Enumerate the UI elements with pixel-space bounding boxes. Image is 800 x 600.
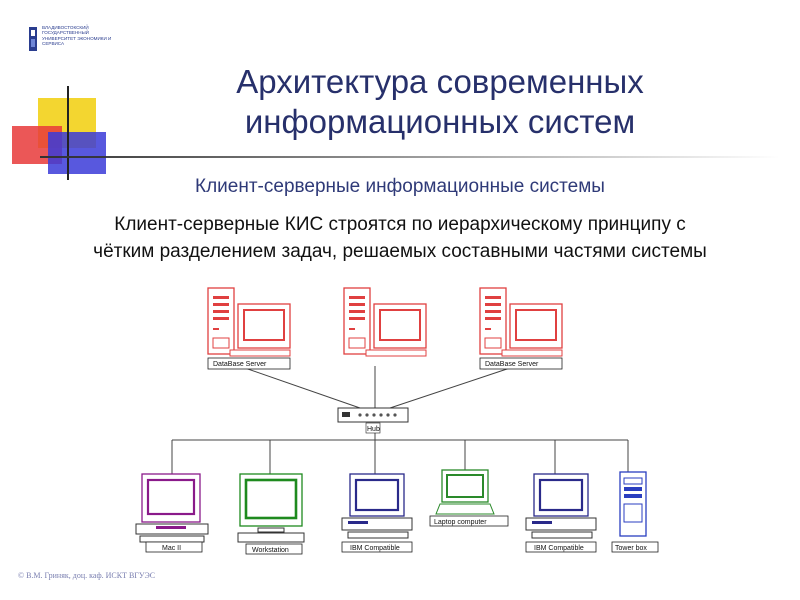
client-tower: Tower box [611,471,659,553]
slide-title: Архитектура современных информационных с… [150,62,730,142]
slide-title-line-1: Архитектура современных [236,63,644,100]
client-workstation: Workstation [237,473,305,555]
university-logo: ВЛАДИВОСТОКСКИЙ ГОСУДАРСТВЕННЫЙ УНИВЕРСИ… [28,22,118,56]
server-label: DataBase Server [485,361,539,368]
client-ibm-2: IBM Compatible [525,473,597,553]
client-laptop: Laptop computer [429,469,509,527]
client-label: Laptop computer [434,519,487,526]
network-diagram: DataBase Server DataBase Server Hub [135,287,659,555]
network-hub: Hub [337,407,409,434]
deco-blue-square [48,132,106,174]
hub-label: Hub [367,426,380,433]
deco-horizontal-line [40,156,780,158]
slide-title-line-2: информационных систем [244,103,636,140]
client-ibm-1: IBM Compatible [341,473,413,553]
database-server-2 [343,287,427,357]
client-label: IBM Compatible [534,545,584,552]
database-server-3: DataBase Server [479,287,563,370]
university-emblem-icon [29,27,37,51]
link-server-1 [244,367,361,409]
slide-body-text: Клиент-серверные КИС строятся по иерархи… [20,211,780,265]
server-label: DataBase Server [213,361,267,368]
client-label: Tower box [615,545,647,552]
database-server-1: DataBase Server [207,287,291,370]
body-text-line-1: Клиент-серверные КИС строятся по иерархи… [114,214,686,235]
body-text-line-2: чётким разделением задач, решаемых соста… [93,241,707,262]
university-name: ВЛАДИВОСТОКСКИЙ ГОСУДАРСТВЕННЫЙ УНИВЕРСИ… [42,25,112,47]
slide-footer: © В.М. Гриняк, доц. каф. ИСКТ ВГУЭС [18,571,156,580]
client-mac: Mac II [135,473,209,553]
client-label: IBM Compatible [350,545,400,552]
decorative-squares [12,86,780,180]
link-server-3 [389,367,511,409]
client-label: Mac II [162,545,181,552]
client-label: Workstation [252,547,289,554]
slide-subtitle: Клиент-серверные информационные системы [195,176,605,197]
